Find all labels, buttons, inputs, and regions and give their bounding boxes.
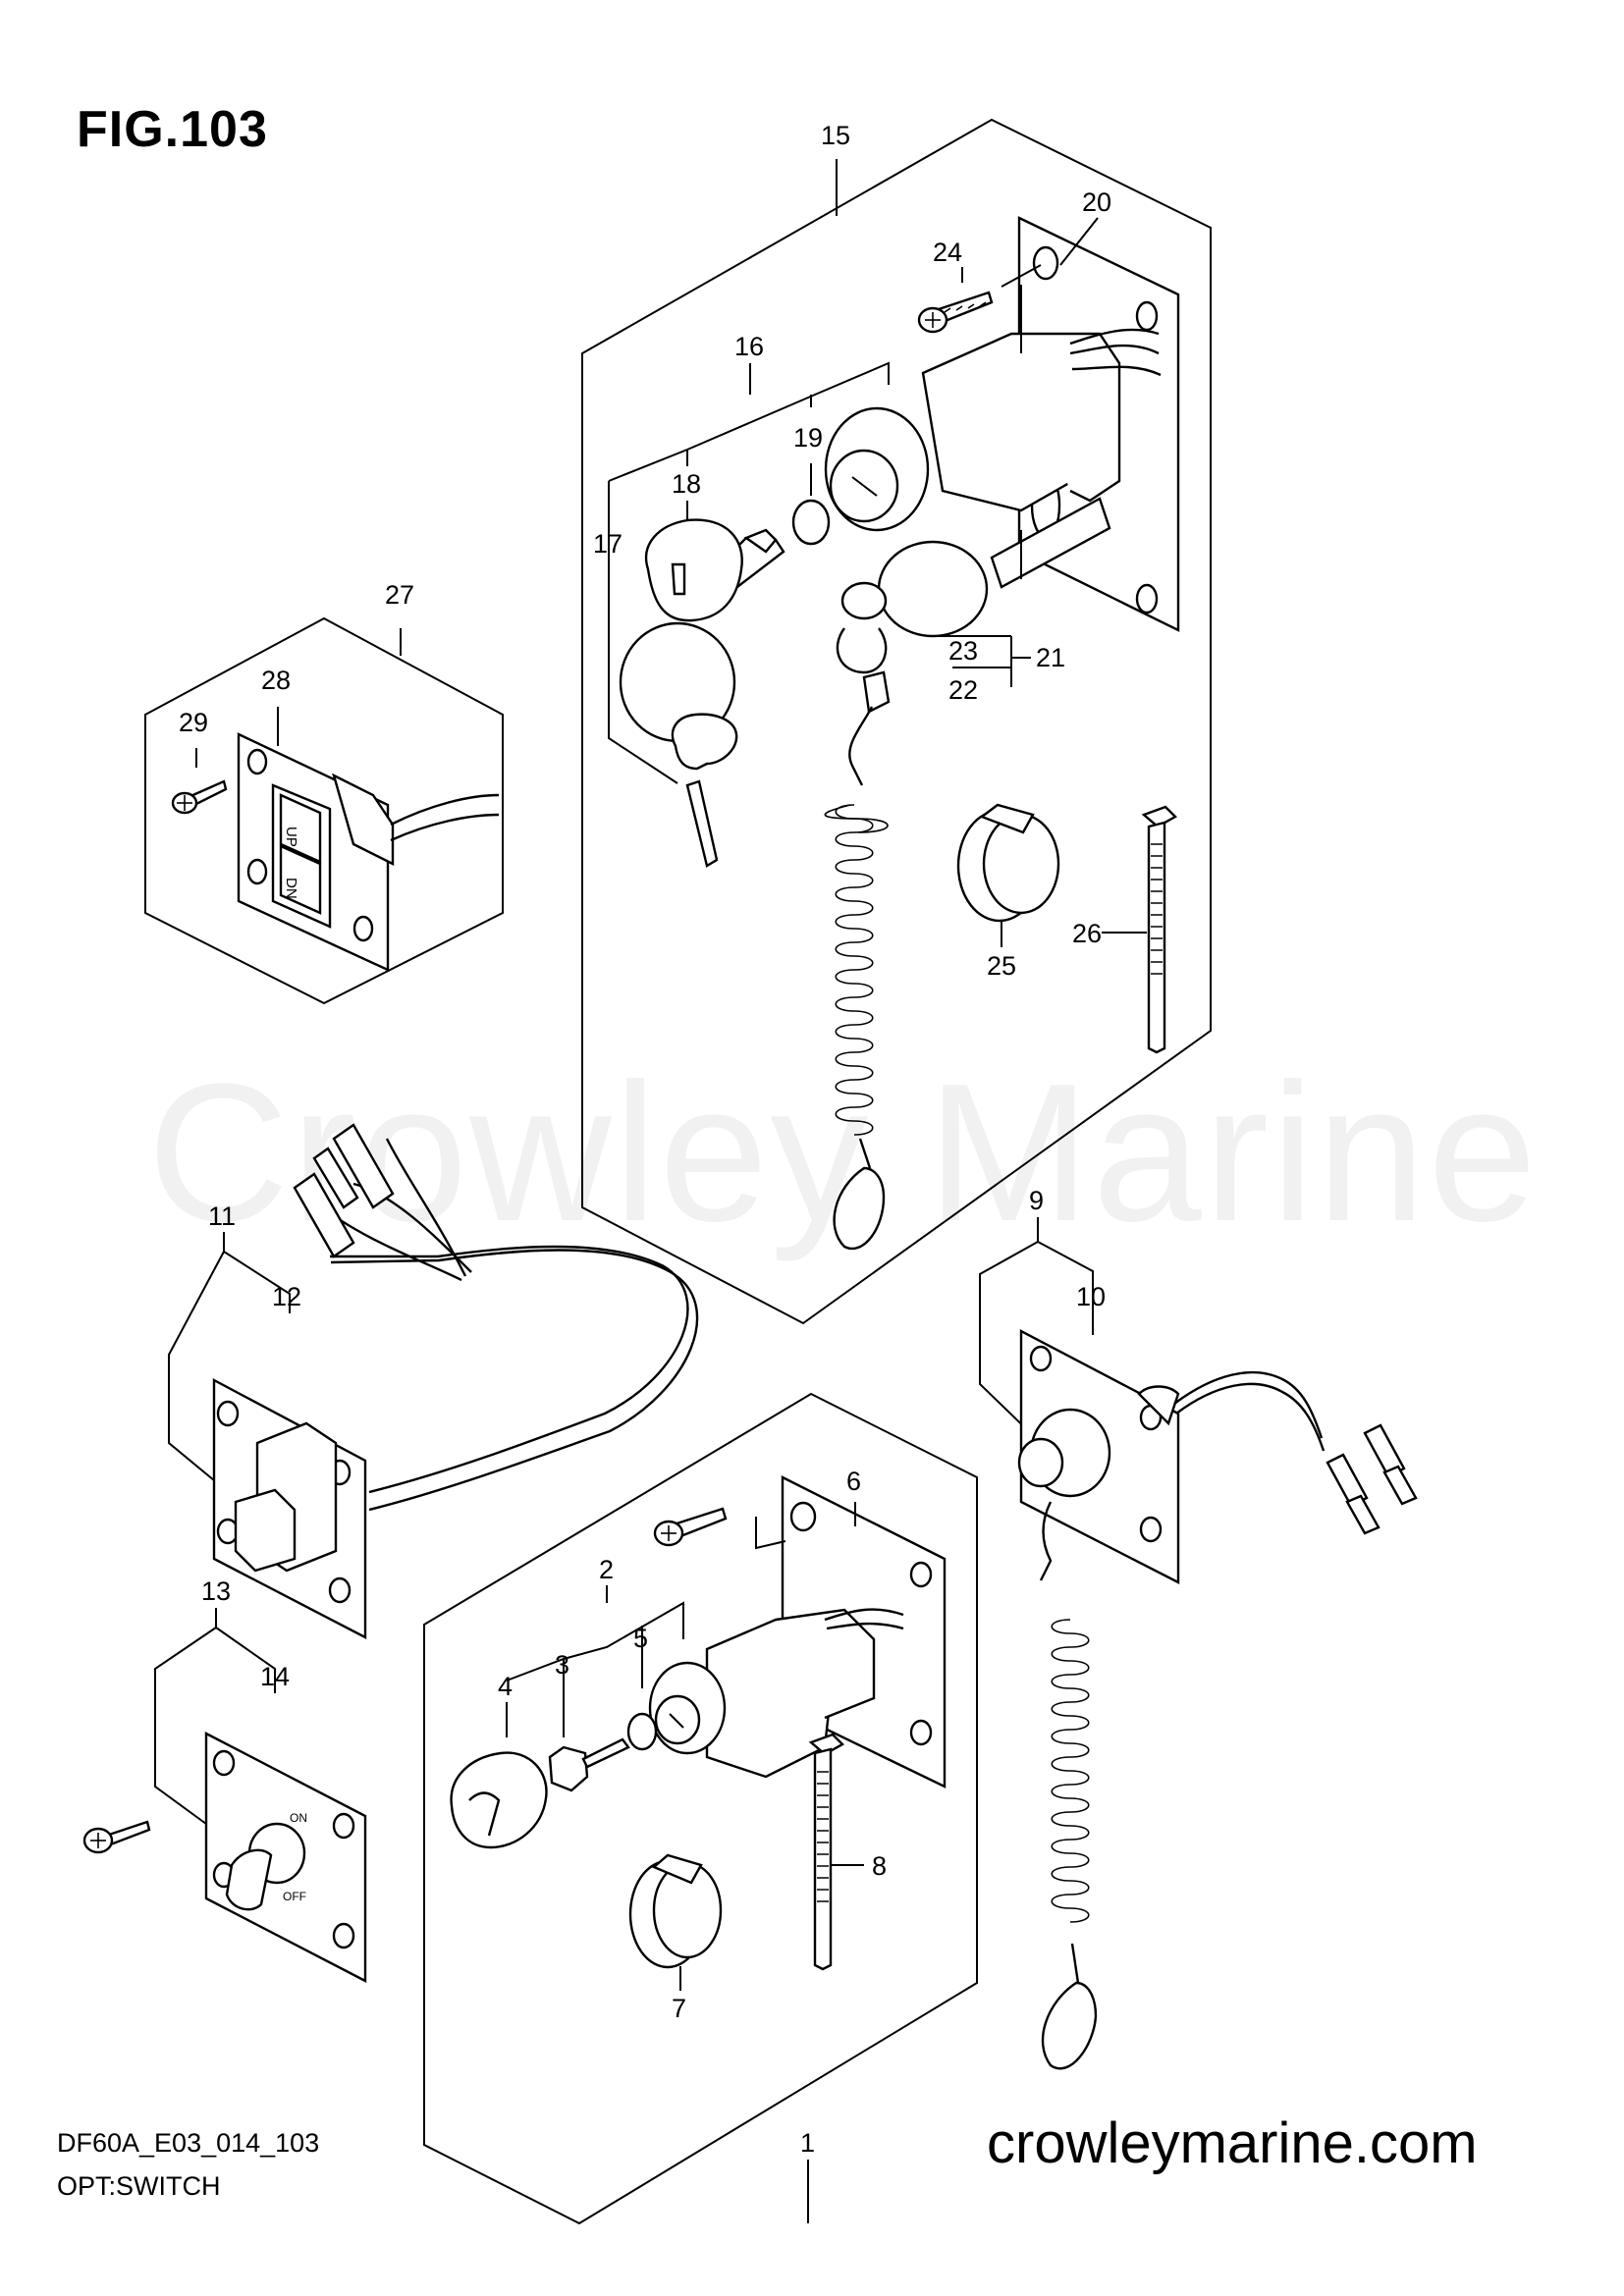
key-18 [619, 501, 785, 868]
callout-8: 8 [872, 1851, 887, 1881]
callout-9: 9 [1029, 1186, 1044, 1215]
callout-4: 4 [498, 1672, 513, 1701]
callout-17: 17 [593, 529, 623, 559]
callout-28: 28 [261, 666, 291, 695]
callout-11: 11 [208, 1201, 236, 1231]
callout-24: 24 [933, 238, 962, 267]
model-code: DF60A_E03_014_103 [57, 2128, 320, 2158]
callout-6: 6 [846, 1467, 861, 1496]
callout-20: 20 [1082, 187, 1111, 217]
trim-up-label: UP [283, 827, 299, 847]
callout-14: 14 [260, 1662, 290, 1691]
switch-face-labels: UP DN ON OFF [283, 827, 307, 1903]
callout-16: 16 [734, 332, 764, 361]
cable-tie-26 [1102, 805, 1177, 1054]
key-set-16 [608, 361, 890, 784]
callout-12: 12 [272, 1282, 301, 1311]
callout-13: 13 [201, 1576, 231, 1606]
trim-down-label: DN [283, 878, 299, 899]
assembly-1-kit [423, 1392, 978, 2225]
callout-27: 27 [385, 580, 414, 610]
callout-1: 1 [800, 2128, 815, 2158]
callout-18: 18 [672, 469, 701, 499]
callout-bracket-21 [933, 635, 1031, 687]
callout-25: 25 [987, 951, 1016, 981]
key-switch-top [824, 285, 1162, 532]
callout-labels: 1 2 3 4 5 6 7 8 9 10 11 12 13 14 15 16 1… [179, 121, 1111, 2158]
assembly-9-stop [979, 1217, 1418, 2070]
assembly-15-panel [581, 118, 1212, 1325]
callout-3: 3 [555, 1650, 569, 1680]
toggle-off-label: OFF [283, 1890, 306, 1903]
lanyard-switch-21 [836, 497, 1111, 714]
callout-7: 7 [672, 1994, 686, 2023]
callout-10: 10 [1076, 1282, 1106, 1311]
figure-title: FIG.103 [77, 101, 268, 158]
assembly-11-switch [168, 1123, 699, 1639]
nut-19 [791, 463, 831, 546]
callout-22: 22 [948, 675, 978, 705]
callout-21: 21 [1036, 643, 1065, 672]
callout-15: 15 [821, 121, 850, 150]
callout-29: 29 [179, 708, 208, 737]
callout-5: 5 [633, 1624, 648, 1653]
callout-23: 23 [948, 636, 978, 666]
screw-24 [917, 264, 1042, 334]
callout-26: 26 [1072, 919, 1102, 948]
website-link[interactable]: crowleymarine.com [987, 2111, 1478, 2175]
callout-2: 2 [599, 1555, 614, 1584]
lanyard-cord-15 [824, 706, 889, 1251]
group-name: OPT:SWITCH [57, 2171, 221, 2201]
assembly-27-trim [144, 616, 504, 1005]
toggle-on-label: ON [290, 1811, 307, 1825]
cap-25 [956, 803, 1060, 947]
assembly-13-toggle [82, 1608, 367, 1983]
callout-19: 19 [793, 423, 823, 453]
